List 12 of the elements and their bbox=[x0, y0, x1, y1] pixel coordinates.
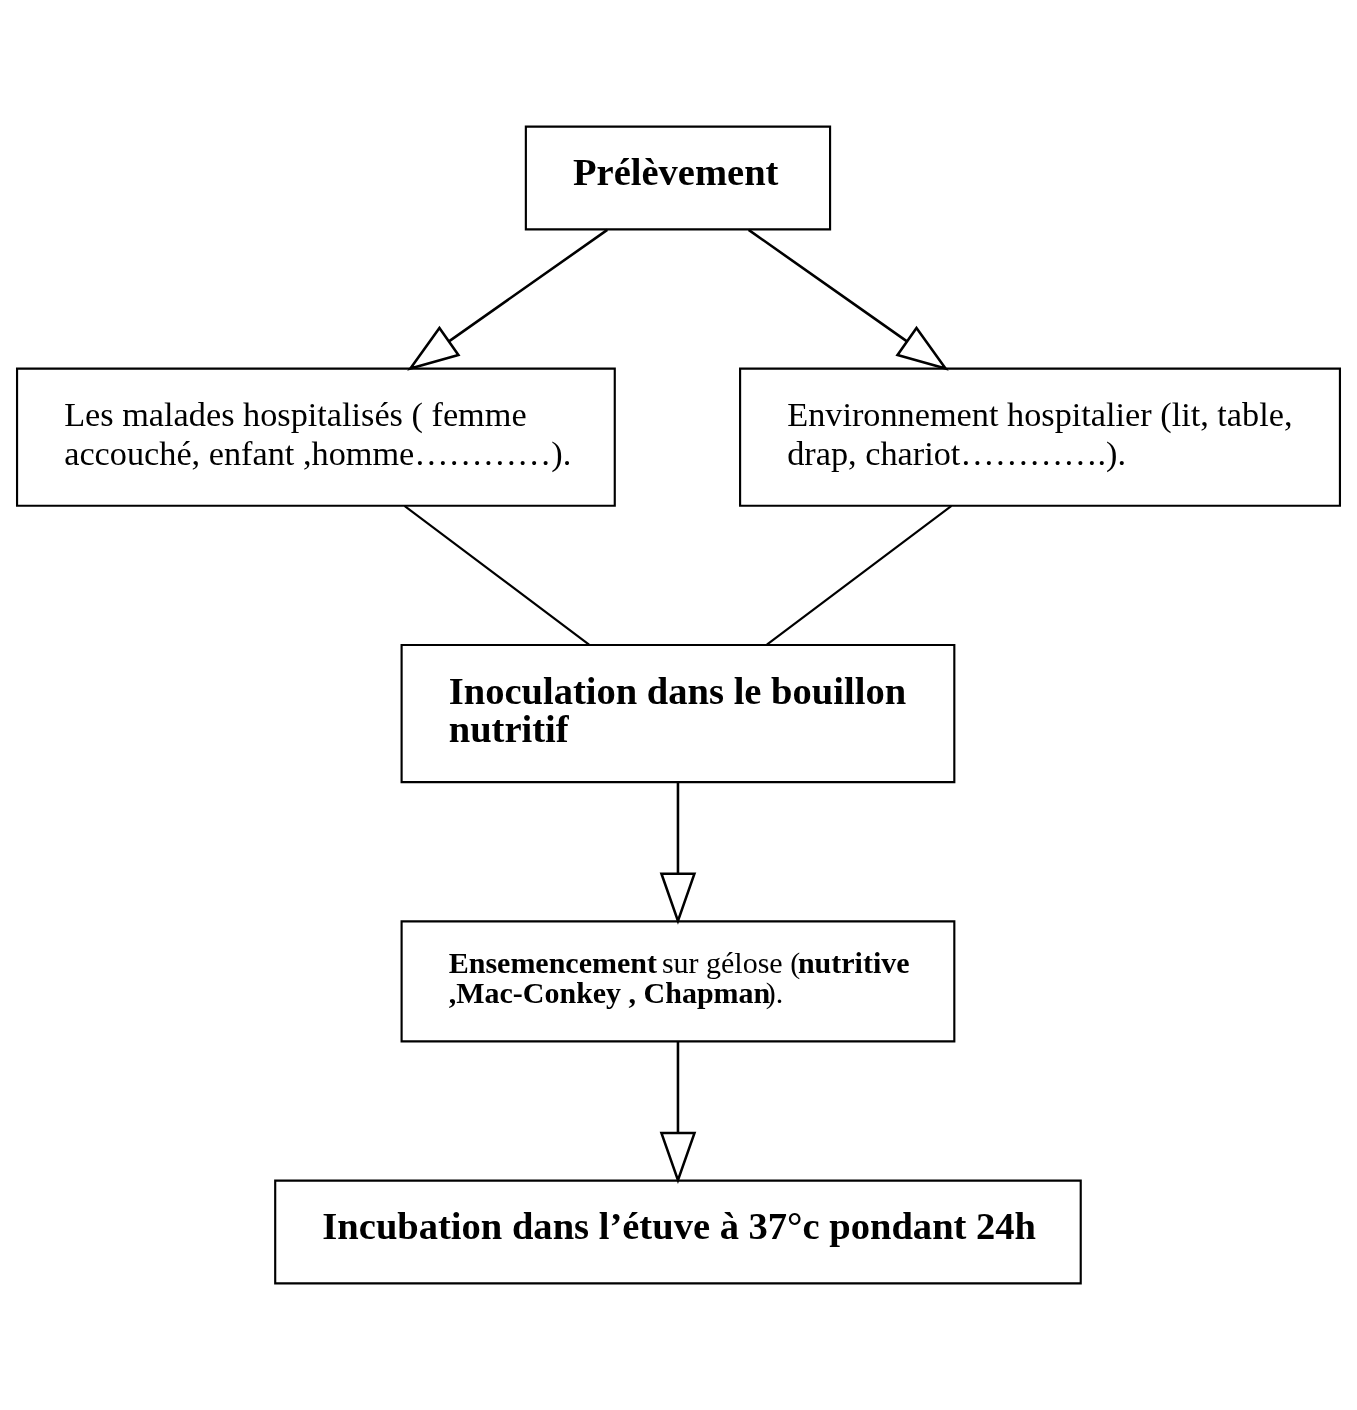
node-box: Inoculation dans le bouillon nutritif bbox=[400, 643, 956, 784]
node-box: Ensemencement sur gélose (nutritive ,Mac-Conkey , Chapman). bbox=[400, 920, 956, 1043]
node-box: Incubation dans l’étuve à 37°c pondant 24h bbox=[274, 1179, 1082, 1285]
node-box: Les malades hospitalisés ( femme accouché, enfant ,homme…………). bbox=[16, 367, 616, 507]
node-box: Environnement hospitalier (lit, table, drap, chariot………….). bbox=[739, 367, 1341, 507]
node-box: Prélèvement bbox=[524, 125, 832, 231]
arrow bbox=[407, 228, 609, 371]
arrow bbox=[659, 1041, 697, 1185]
arrow bbox=[659, 782, 697, 925]
arrow bbox=[747, 228, 949, 371]
connector bbox=[403, 505, 590, 646]
connector bbox=[766, 505, 953, 646]
